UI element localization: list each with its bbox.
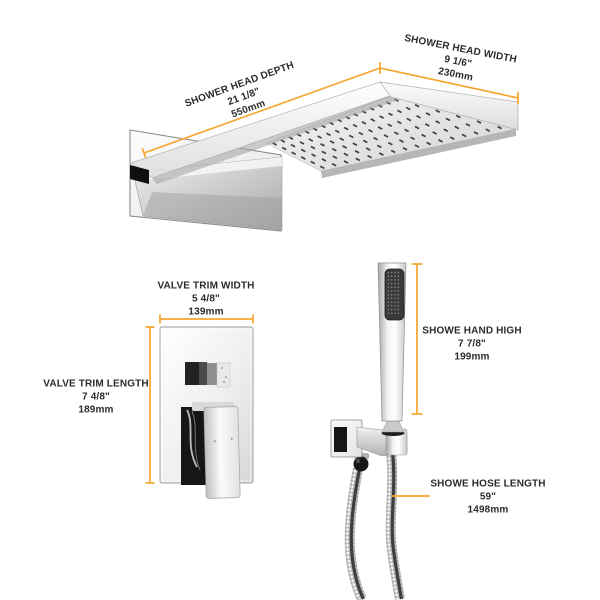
valve-handle-lever [203,406,241,499]
head-end-face [379,81,519,131]
rain-shower-head [129,81,519,232]
valve-trim [159,326,254,499]
wand-connector [381,420,405,433]
hose-outlet [353,456,369,472]
wall-connector [130,165,149,184]
dimension-lines [141,62,519,497]
spray-nozzle-dots [387,271,400,314]
shower-head-width-dimension-line [379,67,519,104]
front-edge [321,129,516,178]
valve-trim-length-dimension-line [145,326,155,484]
shower-hose-left [344,468,367,600]
valve-trim-width-dimension-line [159,314,254,324]
hand-shower [330,262,408,600]
valve-handle-base [181,402,234,485]
hand-shower-height-dimension-line [411,263,423,415]
diverter-button [185,362,231,388]
shower-hose-right [385,451,405,600]
